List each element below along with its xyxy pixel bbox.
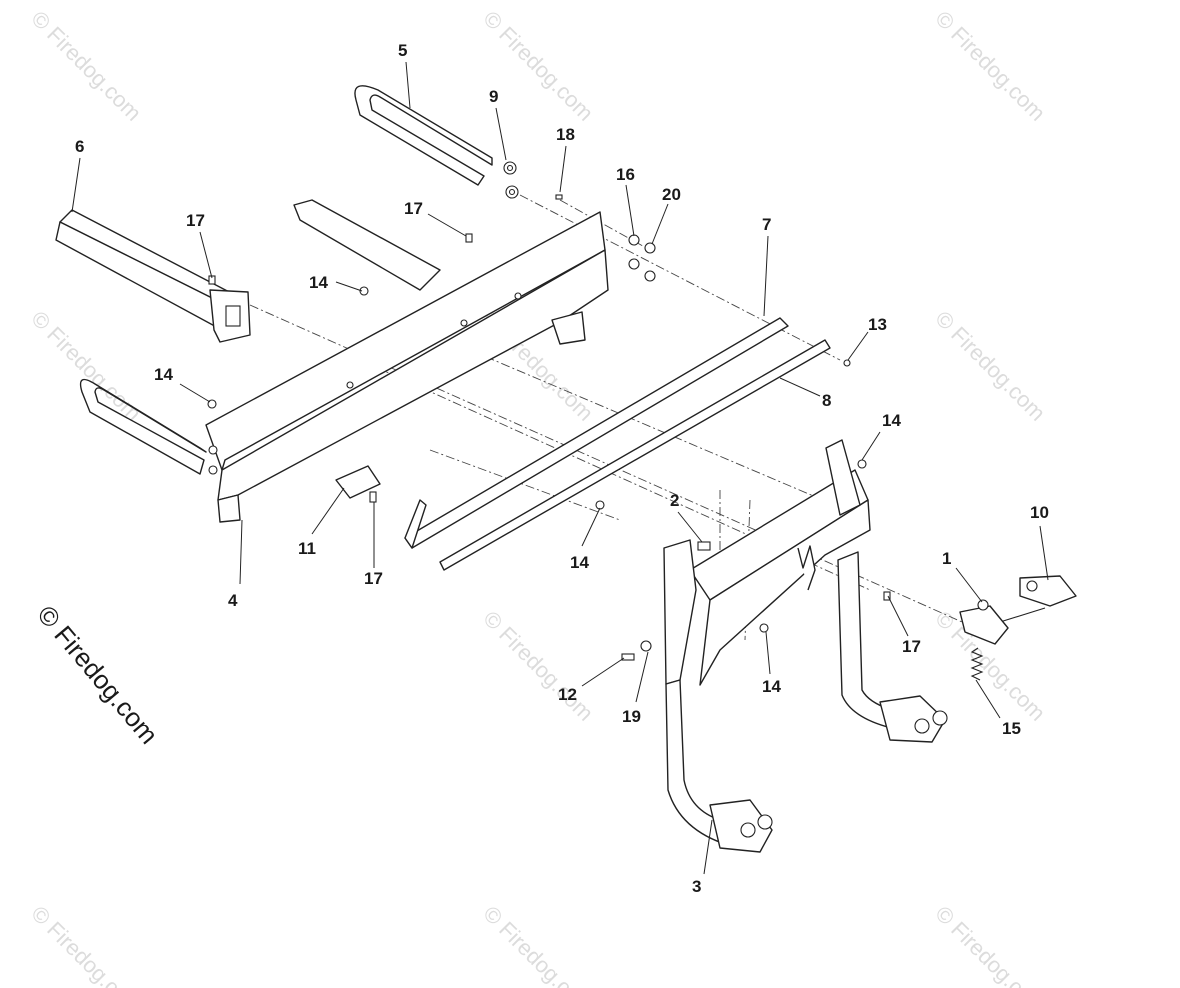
callout-5: 5: [398, 41, 407, 60]
watermark-text: © Firedog.com: [26, 6, 146, 126]
lower-left-u-bar: [79, 378, 207, 475]
callout-10: 10: [1030, 503, 1049, 522]
part-3-hitch-frame: [663, 439, 948, 853]
watermark-text: © Firedog.com: [478, 901, 598, 988]
callout-12: 12: [558, 685, 577, 704]
callout-17: 17: [404, 199, 423, 218]
callout-18: 18: [556, 125, 575, 144]
part-6-left-tube: [55, 209, 251, 343]
part-15-spring: [970, 647, 984, 681]
callout-20: 20: [662, 185, 681, 204]
callout-15: 15: [1002, 719, 1021, 738]
callout-19: 19: [622, 707, 641, 726]
watermark-text: © Firedog.com: [930, 6, 1050, 126]
callout-9: 9: [489, 87, 498, 106]
callout-16: 16: [616, 165, 635, 184]
watermark-text: © Firedog.com: [26, 306, 146, 426]
watermark-text: © Firedog.com: [478, 6, 598, 126]
part-4-main-frame: [205, 199, 609, 523]
callout-17: 17: [364, 569, 383, 588]
callout-2: 2: [670, 491, 679, 510]
watermark-text: © Firedog.com: [478, 606, 598, 726]
callout-7: 7: [762, 215, 771, 234]
part-10-latch: [959, 575, 1077, 645]
side-watermark: © Firedog.com: [31, 600, 164, 750]
callout-6: 6: [75, 137, 84, 156]
callout-8: 8: [822, 391, 831, 410]
watermark-text: © Firedog.com: [930, 306, 1050, 426]
leader-lines: [71, 61, 1049, 875]
callout-14: 14: [309, 273, 328, 292]
callout-14: 14: [882, 411, 901, 430]
callout-14: 14: [154, 365, 173, 384]
callout-17: 17: [186, 211, 205, 230]
callouts: 5 9 18 6 16 20 17 17 7 14 13 14 8 14 10 …: [75, 41, 1049, 896]
hardware: [207, 161, 891, 661]
callout-17: 17: [902, 637, 921, 656]
part-5-upper-u-bar: [354, 85, 493, 186]
watermark-text: © Firedog.com: [26, 901, 146, 988]
watermark-text: © Firedog.com: [930, 901, 1050, 988]
callout-1: 1: [942, 549, 951, 568]
part-8-flat-bar: [439, 339, 831, 571]
callout-13: 13: [868, 315, 887, 334]
callout-11: 11: [298, 539, 316, 558]
watermarks: © Firedog.com © Firedog.com © Firedog.co…: [26, 6, 1050, 988]
callout-4: 4: [228, 591, 238, 610]
part-7-angle-bar: [404, 317, 789, 549]
callout-14: 14: [570, 553, 589, 572]
callout-3: 3: [692, 877, 701, 896]
callout-14: 14: [762, 677, 781, 696]
